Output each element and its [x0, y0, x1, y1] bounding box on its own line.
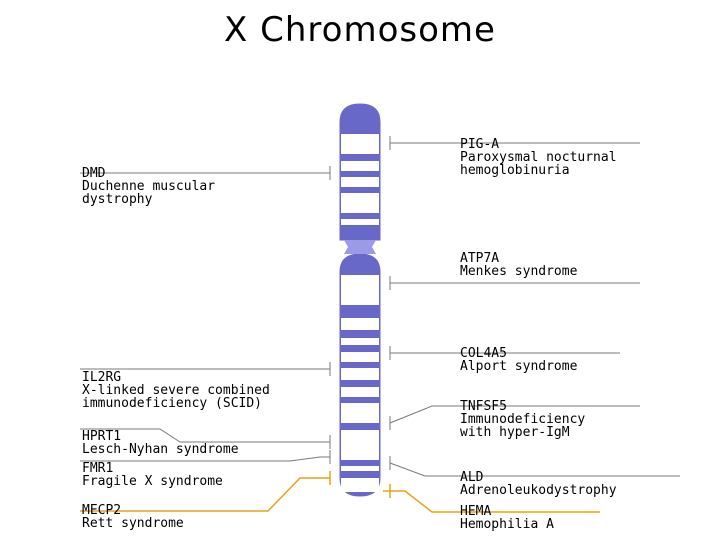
disease-name: Immunodeficiency [460, 412, 585, 427]
gene-symbol: MECP2 [82, 503, 121, 518]
gene-symbol: DMD [82, 166, 106, 181]
disease-name: X-linked severe combined [82, 383, 270, 398]
leader-hema [383, 490, 600, 513]
disease-name: immunodeficiency (SCID) [82, 396, 262, 411]
light-band [341, 466, 379, 471]
disease-name: Paroxysmal nocturnal [460, 150, 617, 165]
light-band [341, 430, 379, 460]
light-band [341, 387, 379, 397]
leader-ald [389, 462, 680, 477]
light-band [341, 193, 379, 213]
disease-name: Adrenoleukodystrophy [460, 483, 617, 498]
disease-name: Duchenne muscular [82, 179, 215, 194]
disease-name: with hyper-IgM [460, 425, 570, 440]
leader-mecp2 [80, 477, 330, 512]
leader-lines [80, 136, 680, 513]
leader-hprt1 [80, 428, 330, 443]
gene-symbol: FMR1 [82, 461, 113, 476]
leader-tnfsf5 [389, 405, 640, 424]
light-band [341, 161, 379, 171]
leader-fmr1 [80, 456, 330, 462]
light-band [341, 177, 379, 187]
light-band [341, 275, 379, 305]
disease-name: Menkes syndrome [460, 264, 578, 279]
light-band [341, 352, 379, 362]
light-band [341, 338, 379, 345]
gene-symbol: HPRT1 [82, 429, 121, 444]
gene-symbol: HEMA [460, 504, 491, 519]
chromosome-ideogram [339, 103, 381, 497]
disease-name: Fragile X syndrome [82, 474, 223, 489]
gene-symbol: ALD [460, 470, 484, 485]
light-band [341, 318, 379, 330]
light-band [341, 368, 379, 380]
disease-name: hemoglobinuria [460, 163, 570, 178]
centromere [344, 240, 376, 254]
gene-symbol: COL4A5 [460, 346, 507, 361]
disease-name: Lesch-Nyhan syndrome [82, 442, 239, 457]
gene-symbol: IL2RG [82, 370, 121, 385]
light-band [341, 403, 379, 423]
light-band [341, 219, 379, 225]
light-band [341, 134, 379, 154]
disease-name: dystrophy [82, 192, 153, 207]
disease-name: Hemophilia A [460, 517, 554, 532]
gene-symbol: TNFSF5 [460, 399, 507, 414]
gene-symbol: ATP7A [460, 251, 499, 266]
gene-symbol: PIG-A [460, 137, 499, 152]
disease-name: Rett syndrome [82, 516, 184, 531]
disease-name: Alport syndrome [460, 359, 578, 374]
slide-title: X Chromosome [224, 10, 496, 50]
light-band [341, 478, 379, 492]
